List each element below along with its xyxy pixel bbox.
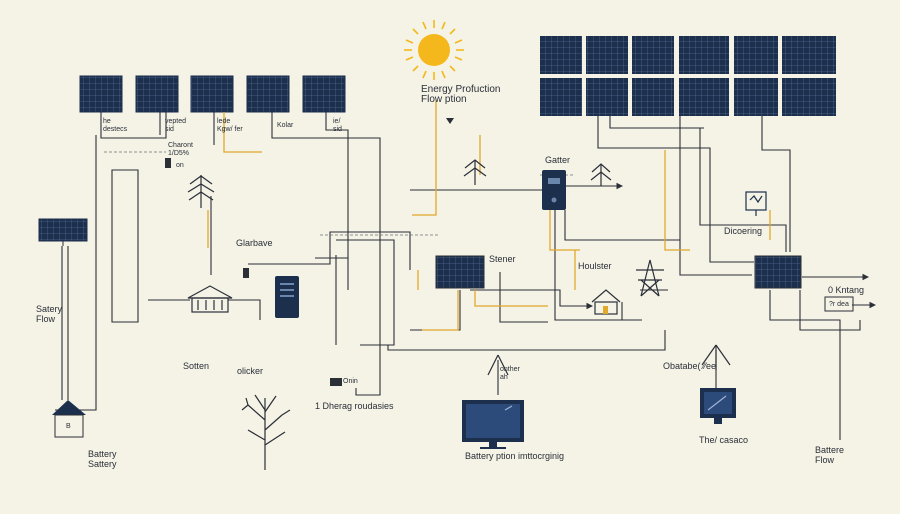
monitor-icon [462, 400, 524, 449]
solar-array-icon [540, 36, 836, 116]
dicoering-label: Dicoering [724, 226, 763, 236]
onther-label: onther ah [500, 366, 520, 381]
charging-station-icon [745, 191, 767, 216]
inverter-icon [542, 170, 566, 210]
transmission-tower-icon [636, 259, 664, 297]
glarbave-label: Glarbave [236, 238, 273, 248]
sun-icon [404, 20, 464, 80]
battery-sattery-label: Battery Sattery [88, 449, 117, 469]
gatter-label: Gatter [545, 155, 571, 165]
dicker-label: olicker [237, 366, 264, 376]
plug-icon [243, 268, 249, 278]
solar-panel-icon [38, 218, 88, 242]
panel-label: vepted sid [165, 118, 187, 133]
obatabe-label: Obatabe( ⁄⁄ee [663, 361, 717, 371]
on-label: on [176, 162, 184, 169]
panel-label: lede Kgw/ fer [217, 118, 243, 133]
tree-icon [590, 163, 612, 186]
battery-box-label: B [66, 423, 71, 430]
monitor-icon [700, 388, 736, 424]
bare-tree-icon [241, 394, 291, 470]
solar-panel-icon [435, 255, 485, 289]
antenna-icon [487, 354, 509, 376]
battery-unit-icon [275, 276, 299, 318]
tree-icon [463, 159, 487, 185]
flow-title: Flow ption [421, 94, 467, 105]
energy-production-title: Energy Profuction [421, 84, 501, 95]
onin-label: Onin [343, 378, 358, 385]
solar-panel-icon [135, 75, 179, 113]
energy-flow-line [207, 100, 771, 331]
antenna-icon [701, 344, 731, 370]
kntang-label: 0 Kntang [828, 285, 865, 295]
wire-network [55, 112, 877, 440]
battery-house-icon [52, 400, 86, 438]
solar-panel-icon [754, 255, 802, 289]
inverter-box-label: ?r dea [829, 301, 849, 308]
houlster-label: Houlster [578, 261, 612, 271]
dherag-label: 1 Dherag roudasies [315, 401, 394, 411]
solar-panel-icon [190, 75, 234, 113]
battery-ption-label: Battery ption imttocrginig [465, 451, 565, 461]
house-icon [187, 285, 233, 313]
sotten-label: Sotten [183, 361, 210, 371]
tree-icon [187, 175, 215, 208]
connector-icon [446, 118, 454, 124]
plug-icon [165, 158, 171, 168]
panel-label: Kolar [277, 122, 294, 129]
battere-flow-label: Battere Flow [815, 445, 845, 465]
sater-flow-label: Satery Flow [36, 304, 63, 324]
casaco-label: The/ casaco [699, 435, 749, 445]
solar-panel-icon [246, 75, 290, 113]
meter-icon [330, 378, 342, 386]
solar-panel-icon [79, 75, 123, 113]
panel-label: ie/ sid [333, 118, 342, 133]
charont-label: Charont 1/D5% [168, 142, 193, 157]
inverter-box [824, 296, 854, 312]
solar-panel-icon [302, 75, 346, 113]
house-icon [591, 289, 621, 315]
stener-label: Stener [489, 254, 516, 264]
panel-label: he destecs [103, 118, 128, 133]
